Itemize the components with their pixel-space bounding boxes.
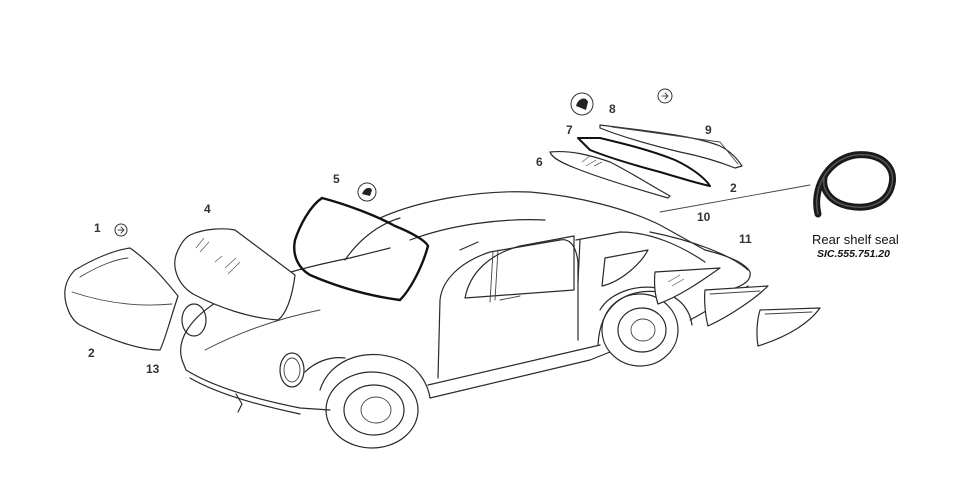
callout-8: 8 (609, 102, 616, 116)
callout-5: 5 (333, 172, 340, 186)
quarter-window-11 (653, 267, 721, 305)
seal-part-number: SIC.555.751.20 (817, 248, 890, 260)
callout-6: 6 (536, 155, 543, 169)
rear-shelf-seal-coil (813, 151, 897, 218)
rear-window-trim (599, 124, 743, 169)
car-body (180, 191, 751, 449)
tinted-windshield (174, 228, 296, 321)
rear-window-seal (577, 137, 711, 187)
seal-leader-line (659, 184, 811, 213)
windshield-seal (293, 196, 430, 302)
callout-2-left: 2 (88, 346, 95, 360)
rear-window-glass (549, 150, 671, 199)
callout-10: 10 (697, 210, 711, 224)
quarter-window-10 (601, 249, 649, 287)
callout-1: 1 (94, 221, 101, 235)
side-window-left (704, 285, 769, 327)
callout-13: 13 (146, 362, 160, 376)
windshield-glass (64, 247, 179, 351)
symbol-icon-5 (357, 182, 377, 202)
callout-2-right: 2 (730, 181, 737, 195)
callout-9: 9 (705, 123, 712, 137)
callout-4: 4 (204, 202, 211, 216)
callout-7: 7 (566, 123, 573, 137)
callout-11: 11 (739, 232, 752, 246)
symbol-icon-1 (114, 223, 128, 237)
side-window-right (756, 307, 821, 347)
symbol-icon-9 (657, 88, 673, 104)
seal-title: Rear shelf seal (812, 232, 899, 247)
symbol-icon-8 (570, 92, 594, 116)
